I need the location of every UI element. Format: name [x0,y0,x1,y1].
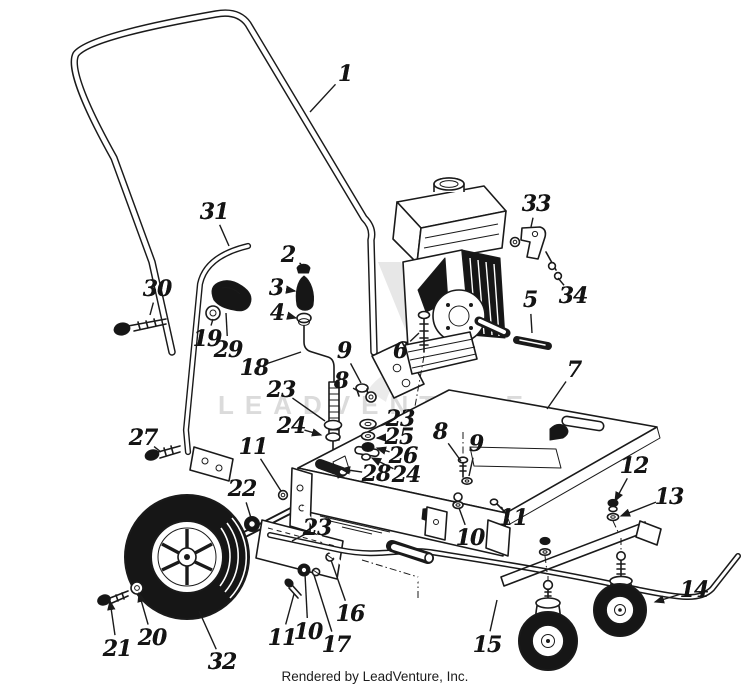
leader-line-13 [619,501,657,517]
leader-line-23 [291,533,305,542]
crankshaft [478,319,506,334]
handle-bracket [189,446,234,482]
leader-line-6 [409,332,420,342]
engine-drawing [392,177,511,469]
drive-wheel-drawing [97,494,250,620]
leader-line-2 [299,262,302,265]
leader-line-23 [376,422,388,428]
leader-line-34 [557,277,565,286]
render-credit: Rendered by LeadVenture, Inc. [281,669,469,684]
leader-line-18 [267,351,302,365]
leader-line-31 [219,224,230,247]
stop-bracket-hardware [509,226,563,350]
leader-line-10 [458,507,466,526]
wing-knob [211,280,252,312]
throttle-rod-assembly [295,263,343,467]
handle-knob-hardware [113,280,252,336]
leader-line-5 [530,313,533,334]
leader-line-15 [489,599,498,632]
leader-line-24 [370,457,394,470]
leader-line-26 [375,446,390,455]
leader-line-3 [285,285,297,294]
caster-left-drawing [518,576,578,671]
leader-line-29 [225,312,228,337]
leader-line-33 [530,217,534,228]
fuel-cap [433,177,465,191]
upper-handle-drawing [70,9,378,356]
caster-bar-drawing [500,498,662,587]
leader-line-11 [285,593,295,625]
leader-line-27 [153,446,162,453]
fuel-tank-side [416,210,507,264]
leader-line-19 [210,318,214,326]
leader-line-1 [309,83,337,113]
caster-right-drawing [593,538,647,637]
pivot-sleeve [315,459,347,477]
leader-line-16 [330,559,347,602]
throttle-knob [295,275,314,311]
wheel-spokes [161,529,213,585]
deck-plate-drawing [294,389,661,601]
leader-line-23 [292,397,326,422]
leader-line-12 [614,477,628,503]
leader-line-14 [653,593,681,604]
leader-line-9 [468,457,474,477]
handle-mount-bolt [144,445,181,461]
leader-line-28 [339,466,363,475]
leader-line-11 [259,458,282,492]
leader-line-20 [137,591,149,625]
engine-base [404,331,478,375]
leader-line-9 [349,363,362,384]
handle-end-bracket [355,341,425,403]
leader-line-11 [500,506,504,510]
rod-spring [328,381,340,441]
callout-leader-lines [107,83,681,650]
leader-line-8 [352,387,359,392]
leader-line-10 [304,573,308,619]
lower-handle-drawing [182,242,252,482]
leader-line-4 [286,311,298,320]
deck-fasteners [315,418,506,513]
engine-mount-bolt [417,310,431,320]
leader-line-17 [313,574,333,632]
leader-line-32 [198,610,217,650]
leader-line-8 [447,442,462,462]
leader-line-21 [107,599,116,636]
leader-line-24 [304,428,323,437]
hitch-tube-drawing [267,532,741,600]
leader-line-30 [149,302,155,316]
leader-line-22 [245,502,252,519]
leader-line-7 [546,381,567,410]
